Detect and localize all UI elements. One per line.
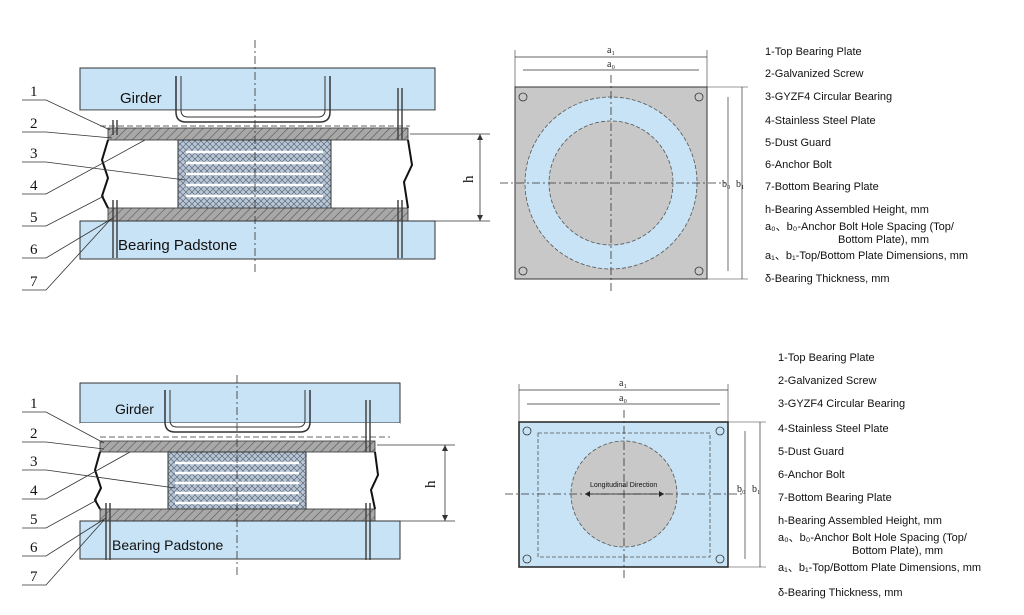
svg-text:7-Bottom Bearing Plate: 7-Bottom Bearing Plate	[778, 492, 892, 504]
svg-text:a₁、b₁-Top/Bottom Plate Dimensi: a₁、b₁-Top/Bottom Plate Dimensions, mm	[778, 562, 981, 574]
svg-text:2-Galvanized Screw: 2-Galvanized Screw	[778, 375, 876, 387]
bottom-bearing-plate	[107, 207, 409, 222]
girder-u-bar	[175, 76, 331, 123]
dim-b1: b₁	[752, 484, 761, 495]
girder-block	[79, 382, 401, 424]
dim-a1: a₁	[619, 378, 627, 389]
dust-guard-left	[93, 451, 103, 510]
svg-text:a₁、b₁-Top/Bottom Plate Dimensi: a₁、b₁-Top/Bottom Plate Dimensions, mm	[765, 250, 968, 262]
dim-b0: b₀	[737, 484, 746, 495]
svg-text:4-Stainless Steel Plate: 4-Stainless Steel Plate	[765, 115, 876, 127]
dust-guard-right	[369, 451, 380, 510]
h-dim-label: h	[461, 175, 477, 183]
dim-a0: a₀	[619, 393, 627, 404]
svg-text:7-Bottom Bearing Plate: 7-Bottom Bearing Plate	[765, 181, 879, 193]
svg-text:4: 4	[30, 178, 38, 194]
top-bearing-plate	[99, 440, 376, 453]
svg-text:2-Galvanized Screw: 2-Galvanized Screw	[765, 68, 863, 80]
anchor-bolts	[112, 88, 403, 258]
svg-text:1: 1	[30, 84, 38, 100]
anchor-bolts	[105, 400, 371, 560]
svg-text:4-Stainless Steel Plate: 4-Stainless Steel Plate	[778, 423, 889, 435]
svg-text:4: 4	[30, 483, 38, 499]
svg-text:5: 5	[30, 512, 38, 528]
top-plan-view: a₁ a₀ b₀ b₁	[500, 45, 748, 292]
bottom-bearing-plate	[99, 508, 376, 522]
svg-text:h-Bearing Assembled Height, mm: h-Bearing Assembled Height, mm	[765, 204, 929, 216]
girder-u-bar	[164, 390, 311, 433]
dim-a0: a₀	[607, 59, 615, 70]
svg-text:1-Top Bearing Plate: 1-Top Bearing Plate	[778, 352, 875, 364]
padstone-label: Bearing Padstone	[112, 537, 224, 553]
callouts-top: 1 2 3 4 5 6 7	[30, 84, 38, 290]
longitudinal-direction-label: Longitudinal Direction	[590, 482, 657, 489]
h-dim-label: h	[423, 480, 439, 488]
bottom-plan-view: Longitudinal Direction a₁ a₀ b₀ b₁	[505, 378, 766, 578]
dim-b1: b₁	[736, 179, 745, 190]
bolt-holes	[518, 92, 704, 276]
svg-text:3: 3	[30, 454, 38, 470]
dust-guard-right	[402, 139, 414, 209]
svg-text:6-Anchor Bolt: 6-Anchor Bolt	[778, 469, 845, 481]
svg-text:2: 2	[30, 426, 38, 442]
girder-block	[79, 67, 436, 111]
svg-text:1-Top Bearing Plate: 1-Top Bearing Plate	[765, 46, 862, 58]
padstone-block	[79, 520, 401, 560]
svg-text:a₀、b₀-Anchor Bolt Hole Spacing: a₀、b₀-Anchor Bolt Hole Spacing (Top/	[765, 221, 955, 233]
top-bearing-plate	[107, 127, 409, 141]
svg-text:Bottom Plate), mm: Bottom Plate), mm	[838, 234, 929, 246]
svg-text:7: 7	[30, 569, 38, 585]
svg-text:5: 5	[30, 210, 38, 226]
padstone-block	[79, 220, 436, 260]
dim-a1: a₁	[607, 45, 615, 56]
svg-text:5-Dust Guard: 5-Dust Guard	[778, 446, 844, 458]
girder-label: Girder	[120, 90, 162, 107]
svg-text:3: 3	[30, 146, 38, 162]
dust-guard-left	[100, 139, 110, 209]
svg-text:3-GYZF4 Circular Bearing: 3-GYZF4 Circular Bearing	[765, 91, 892, 103]
top-section-view: Girder Bearing Padstone	[22, 40, 490, 291]
svg-text:6: 6	[30, 242, 38, 258]
svg-text:1: 1	[30, 396, 38, 412]
bolt-holes	[522, 426, 725, 564]
legend-top: 1-Top Bearing Plate 2-Galvanized Screw 3…	[765, 46, 968, 285]
dim-b0: b₀	[722, 179, 731, 190]
svg-text:2: 2	[30, 116, 38, 132]
svg-text:6-Anchor Bolt: 6-Anchor Bolt	[765, 159, 832, 171]
svg-text:δ-Bearing Thickness, mm: δ-Bearing Thickness, mm	[765, 273, 890, 285]
svg-text:6: 6	[30, 540, 38, 556]
girder-label: Girder	[115, 401, 154, 417]
svg-text:5-Dust Guard: 5-Dust Guard	[765, 137, 831, 149]
svg-text:7: 7	[30, 274, 38, 290]
svg-text:h-Bearing Assembled Height, mm: h-Bearing Assembled Height, mm	[778, 515, 942, 527]
svg-text:a₀、b₀-Anchor Bolt Hole Spacing: a₀、b₀-Anchor Bolt Hole Spacing (Top/	[778, 532, 968, 544]
svg-text:δ-Bearing Thickness, mm: δ-Bearing Thickness, mm	[778, 587, 903, 599]
padstone-label: Bearing Padstone	[118, 237, 237, 254]
legend-bottom: 1-Top Bearing Plate 2-Galvanized Screw 3…	[778, 352, 981, 599]
svg-text:Bottom Plate), mm: Bottom Plate), mm	[852, 545, 943, 557]
bottom-section-view: Girder Bearing Padstone h 1 2 3	[22, 375, 455, 586]
callouts-bottom: 1 2 3 4 5 6 7	[30, 396, 38, 585]
svg-text:3-GYZF4 Circular Bearing: 3-GYZF4 Circular Bearing	[778, 398, 905, 410]
